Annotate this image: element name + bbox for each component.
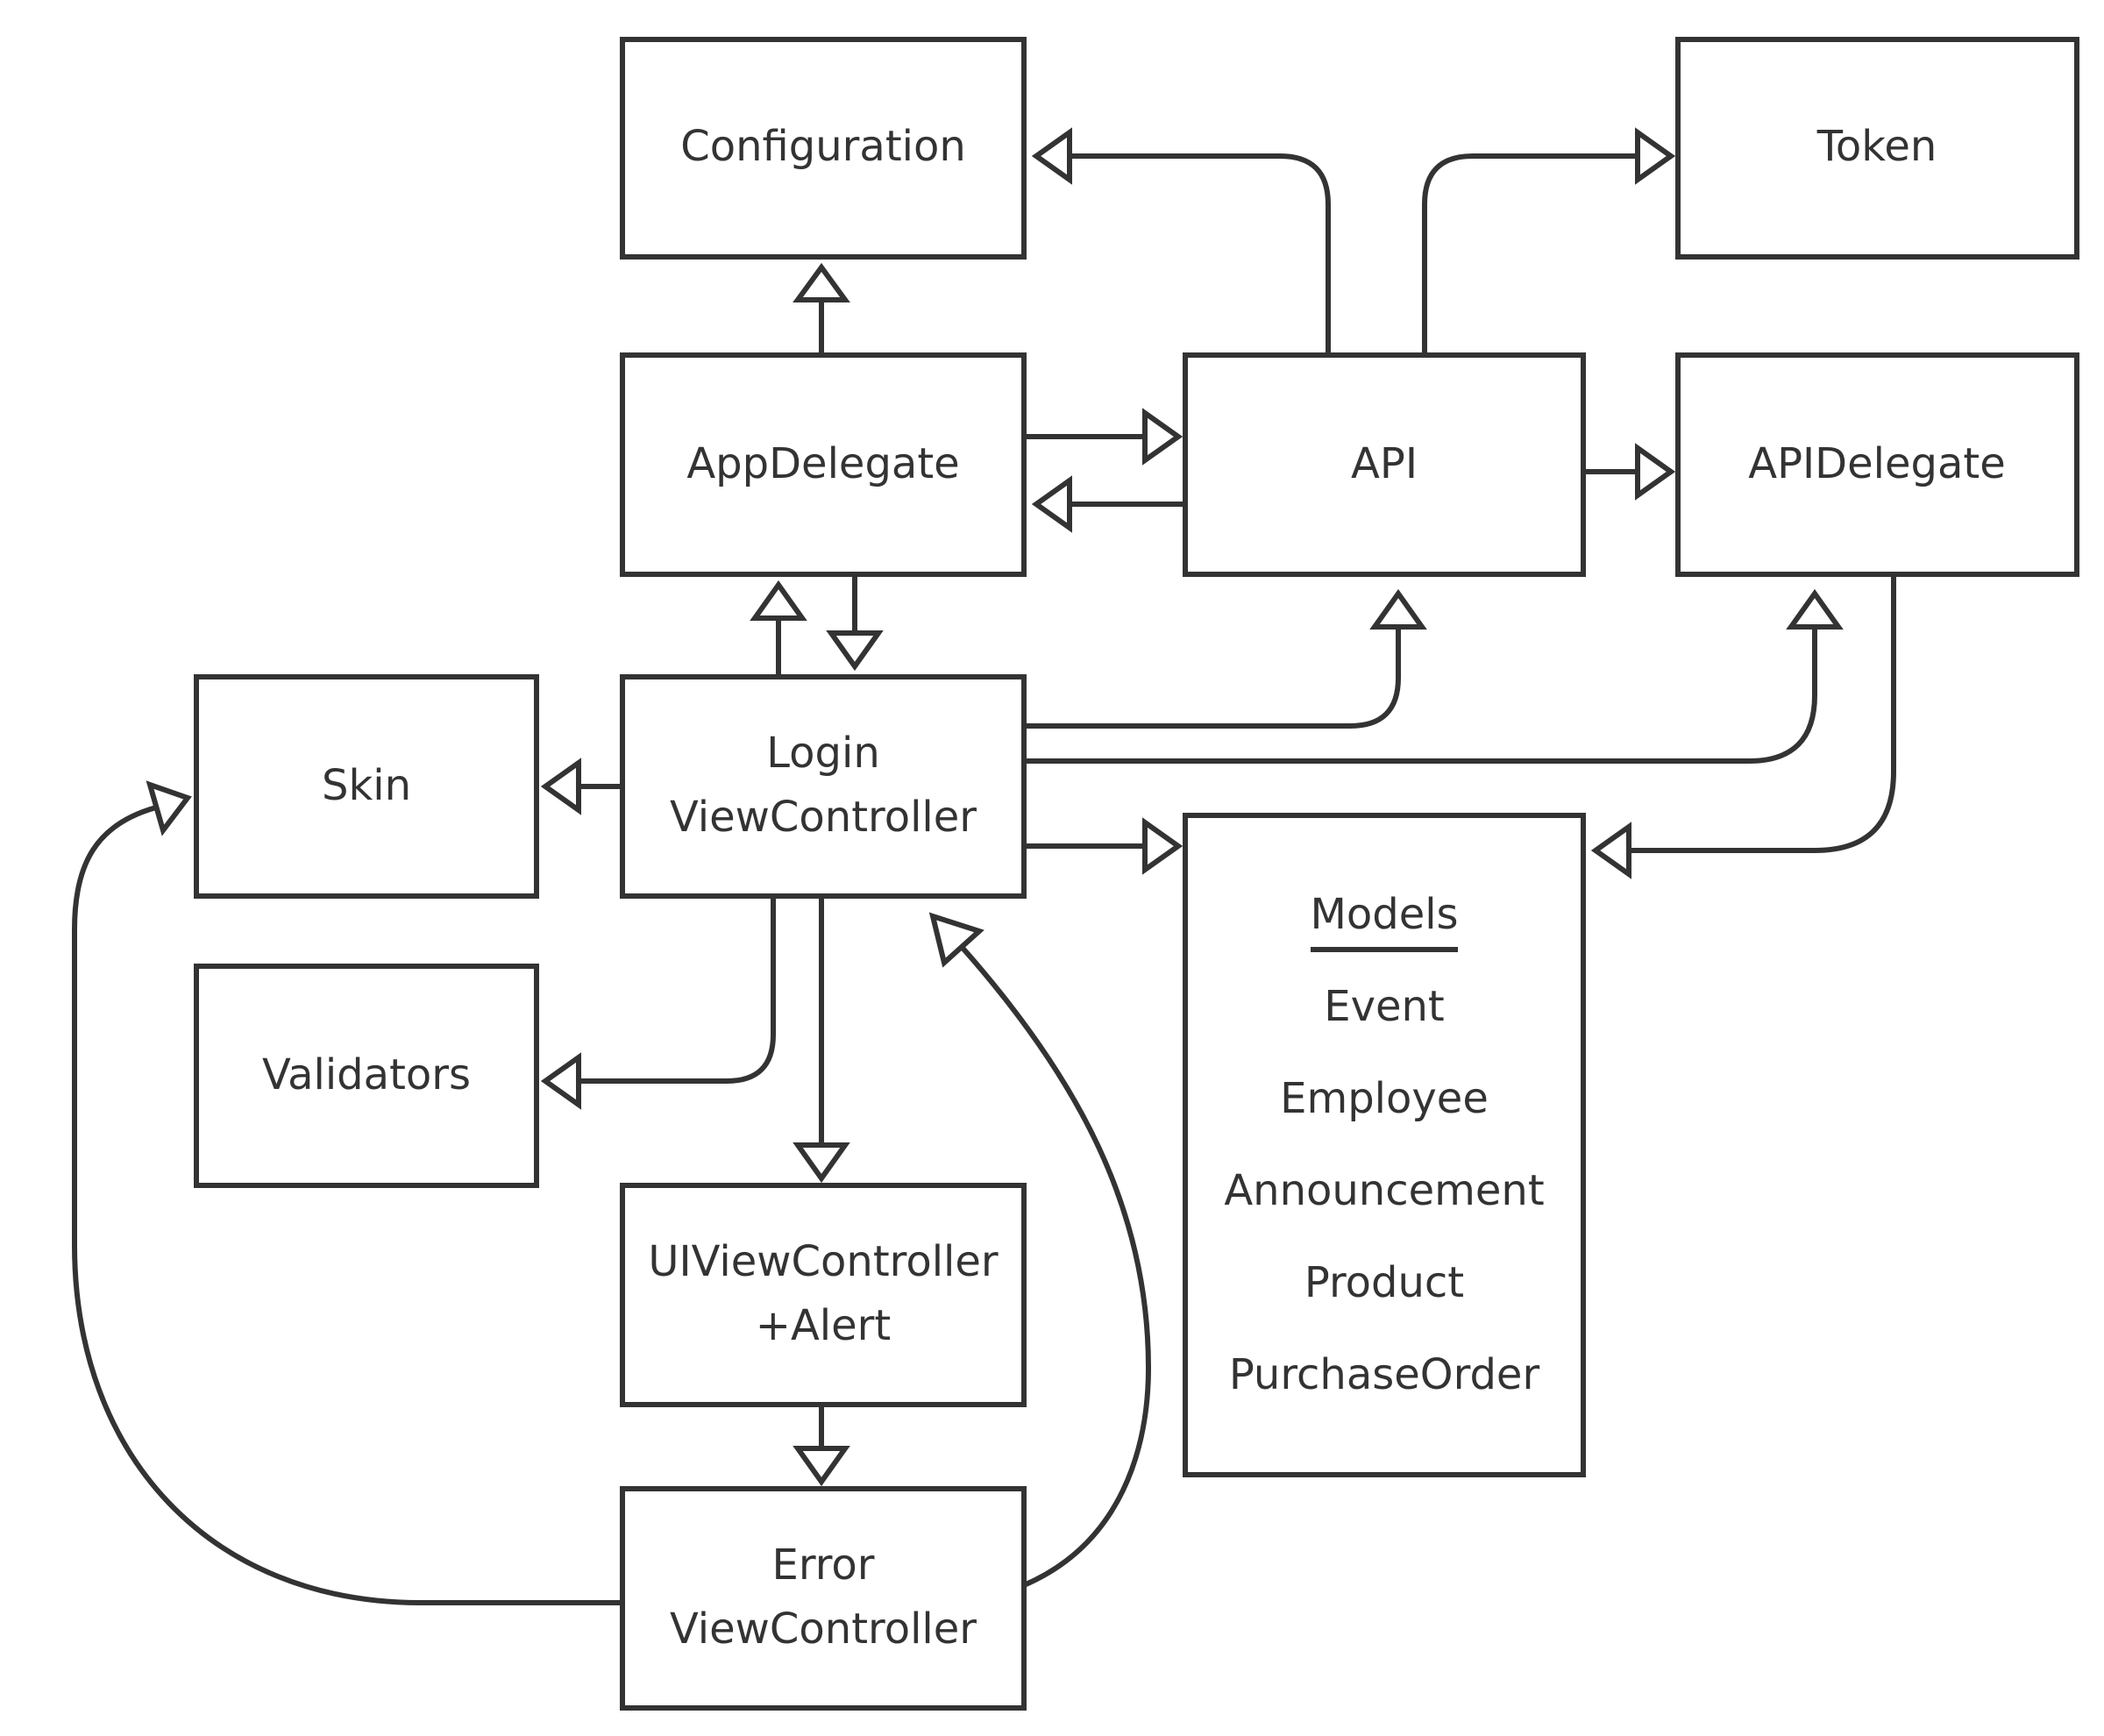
model-item: Event — [1324, 982, 1445, 1031]
arrowhead-icon — [1590, 822, 1631, 879]
arrowhead-icon — [146, 780, 192, 836]
node-login-view-controller: Login ViewController — [620, 674, 1027, 899]
arrowhead-icon — [540, 758, 581, 815]
arrowhead-icon — [793, 1446, 850, 1487]
model-item: Product — [1304, 1258, 1464, 1307]
arrowhead-icon — [1635, 127, 1676, 185]
edge-error-login — [959, 945, 1151, 1588]
arrowhead-icon — [1031, 127, 1072, 185]
arrowhead-icon — [1635, 443, 1676, 501]
node-label: Token — [1816, 122, 1937, 171]
arrowhead-icon — [1786, 588, 1844, 630]
arrowhead-icon — [826, 630, 884, 672]
node-error-view-controller: Error ViewController — [620, 1486, 1027, 1711]
edge-api-token — [1422, 153, 1638, 355]
node-label-line-2: +Alert — [756, 1301, 891, 1350]
model-item: Announcement — [1224, 1166, 1544, 1215]
model-item: Employee — [1280, 1074, 1489, 1123]
node-label-line-1: Error — [772, 1540, 875, 1590]
arrowhead-icon — [928, 912, 984, 968]
arrowhead-icon — [540, 1052, 581, 1110]
edge-error-skin — [72, 805, 622, 1605]
node-configuration: Configuration — [620, 37, 1027, 260]
edge-api-configuration — [1070, 153, 1331, 355]
arrowhead-icon — [1142, 817, 1184, 875]
node-models: Models Event Employee Announcement Produ… — [1183, 813, 1586, 1477]
arrowhead-icon — [1369, 588, 1427, 630]
edge-apidelegate-models — [1629, 577, 1896, 853]
edge-login-api — [1024, 627, 1401, 729]
arrowhead-icon — [750, 580, 807, 621]
edges — [72, 127, 1896, 1605]
arrowhead-icon — [793, 1142, 850, 1184]
node-label: APIDelegate — [1748, 439, 2006, 488]
node-label-line-1: Login — [766, 729, 880, 778]
node-label: API — [1351, 439, 1418, 488]
node-label: AppDelegate — [686, 439, 959, 488]
node-alert-extension: UIViewController +Alert — [620, 1183, 1027, 1407]
arrowhead-icon — [793, 262, 850, 302]
model-item: PurchaseOrder — [1229, 1350, 1540, 1399]
arrowhead-icon — [1031, 475, 1072, 533]
arrowhead-icon — [1142, 408, 1184, 466]
node-api-delegate: APIDelegate — [1675, 352, 2079, 577]
edge-login-apidelegate — [1024, 627, 1817, 764]
node-validators: Validators — [194, 964, 539, 1188]
node-label: Validators — [262, 1050, 471, 1099]
node-app-delegate: AppDelegate — [620, 352, 1027, 577]
node-label-line-1: UIViewController — [648, 1237, 999, 1286]
models-title: Models — [1310, 890, 1458, 939]
node-token: Token — [1675, 37, 2079, 260]
node-label-line-2: ViewController — [670, 793, 977, 842]
node-label: Skin — [322, 761, 411, 810]
node-label: Configuration — [680, 122, 966, 171]
node-skin: Skin — [194, 674, 539, 899]
node-label-line-2: ViewController — [670, 1604, 977, 1654]
node-api: API — [1183, 352, 1586, 577]
edge-login-validators — [579, 899, 776, 1084]
